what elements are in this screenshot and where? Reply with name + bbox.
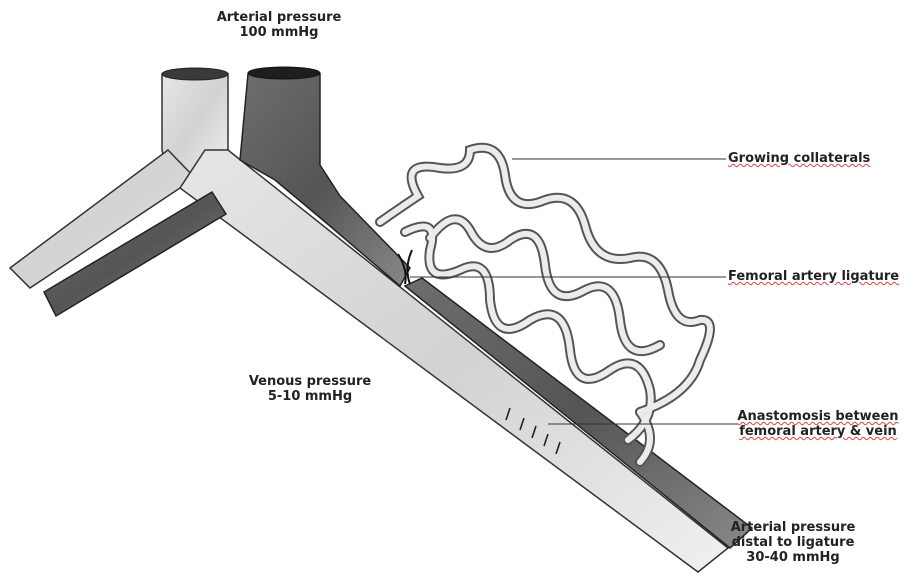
anastomosis-line2: femoral artery & vein xyxy=(734,424,902,439)
anastomosis-line1: Anastomosis between xyxy=(734,409,902,424)
arterial-pressure-distal-line1: Arterial pressure xyxy=(718,520,868,535)
arterial-pressure-top-line1: Arterial pressure xyxy=(214,10,344,25)
venous-pressure-line1: Venous pressure xyxy=(240,374,380,389)
label-anastomosis: Anastomosis between femoral artery & vei… xyxy=(734,409,902,439)
arterial-pressure-top-line2: 100 mmHg xyxy=(214,25,344,40)
arterial-pressure-distal-line2: distal to ligature xyxy=(718,535,868,550)
label-growing-collaterals: Growing collaterals xyxy=(728,151,870,166)
label-arterial-pressure-distal: Arterial pressure distal to ligature 30-… xyxy=(718,520,868,565)
label-venous-pressure: Venous pressure 5-10 mmHg xyxy=(240,374,380,404)
venous-pressure-line2: 5-10 mmHg xyxy=(240,389,380,404)
label-femoral-artery-ligature: Femoral artery ligature xyxy=(728,269,899,284)
label-arterial-pressure-top: Arterial pressure 100 mmHg xyxy=(214,10,344,40)
arterial-pressure-distal-line3: 30-40 mmHg xyxy=(718,550,868,565)
